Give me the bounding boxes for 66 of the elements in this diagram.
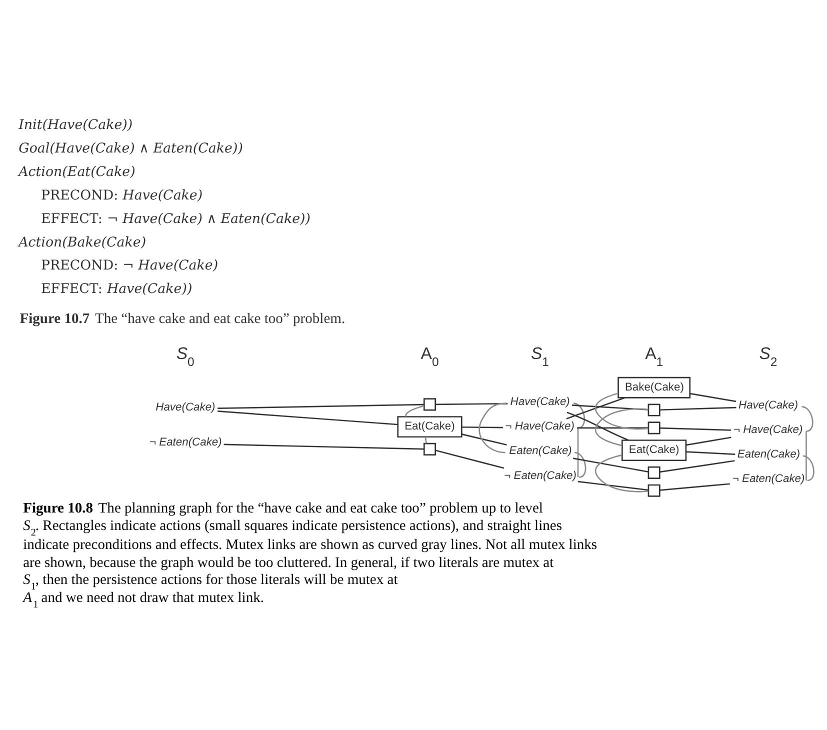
- node-box: [648, 422, 660, 434]
- node-text: Have(Cake): [738, 399, 798, 412]
- label: Goal(Have(Cake) ∧ Eaten(Cake)): [18, 141, 243, 156]
- node-box: [648, 484, 660, 497]
- connector: [578, 480, 648, 491]
- node-text: ¬ Have(Cake): [505, 420, 574, 433]
- caption: Figure 10.8 The planning graph for the “have cake and eat cake too” problem up to level S$_{2}$. Rectangles indicate actions (small squares indicate persistence actions), and straight lines indicate preconditions and effects. Mutex links are shown as curved gray lines. Not all mutex links are shown, because the graph would be too cluttered. In general, if two literals are mutex at S$_{1}$, then the persistence actions for those literals will be mutex at A$_{1}$ and we need not draw that mutex link.: [23, 500, 598, 610]
- connector: [435, 450, 504, 469]
- connector: [572, 404, 648, 410]
- node-text: ¬ Have(Cake): [733, 424, 803, 436]
- connector: [436, 402, 508, 406]
- node-box: [423, 398, 436, 411]
- node-box: [648, 404, 660, 416]
- label: Action(Eat(Cake): [18, 164, 136, 180]
- node-text: Have(Cake): [156, 402, 216, 414]
- connector: [594, 454, 648, 492]
- connector: [802, 406, 814, 432]
- connector: [218, 410, 398, 426]
- label: EFFECT: Have(Cake)): [40, 282, 192, 298]
- label: PRECOND: ¬ Have(Cake): [40, 258, 218, 274]
- connector: [806, 431, 807, 481]
- label: Action(Bake(Cake): [18, 235, 146, 250]
- connector: [405, 405, 424, 417]
- connector: [574, 452, 586, 478]
- node-box: Eat(Cake): [397, 416, 462, 438]
- connector: [660, 460, 735, 473]
- label: S$_{2}$: [759, 344, 778, 370]
- node-box: [423, 442, 436, 456]
- node-text: Eaten(Cake): [509, 445, 572, 458]
- node-text: ¬ Eaten(Cake): [504, 470, 577, 482]
- label: S$_{1}$: [530, 344, 550, 370]
- node-text: ¬ Eaten(Cake): [150, 436, 222, 448]
- node-text: Have(Cake): [510, 396, 570, 408]
- label: EFFECT: ¬ Have(Cake) ∧ Eaten(Cake)): [40, 212, 311, 227]
- connector: [660, 483, 730, 491]
- label: Figure 10.7 The “have cake and eat cake too” problem.: [20, 311, 346, 328]
- label: S$_{0}$: [176, 344, 194, 370]
- connector: [424, 437, 428, 444]
- label: A$_{0}$: [420, 344, 439, 370]
- connector: [686, 436, 732, 446]
- connector: [660, 427, 731, 431]
- connector: [690, 392, 736, 402]
- label: Init(Have(Cake)): [18, 118, 133, 133]
- node-text: ¬ Eaten(Cake): [732, 473, 805, 486]
- connector: [573, 458, 649, 473]
- connector: [566, 397, 626, 420]
- connector: [566, 412, 629, 441]
- connector: [577, 427, 648, 429]
- connector: [218, 404, 424, 410]
- node-box: Bake(Cake): [618, 376, 691, 398]
- label: A$_{1}$: [645, 344, 664, 370]
- connector: [594, 408, 648, 446]
- connector: [224, 444, 424, 450]
- connector: [462, 426, 503, 428]
- connector: [802, 455, 814, 482]
- connector: [594, 392, 648, 430]
- connector: [577, 428, 579, 478]
- connector: [478, 402, 506, 454]
- connector: [573, 402, 586, 429]
- node-box: Eat(Cake): [622, 440, 687, 462]
- node-box: [648, 466, 660, 479]
- connector: [660, 406, 736, 411]
- connector: [686, 451, 736, 455]
- connector: [462, 434, 507, 446]
- node-text: Eaten(Cake): [737, 448, 800, 461]
- label: PRECOND: Have(Cake): [40, 188, 203, 204]
